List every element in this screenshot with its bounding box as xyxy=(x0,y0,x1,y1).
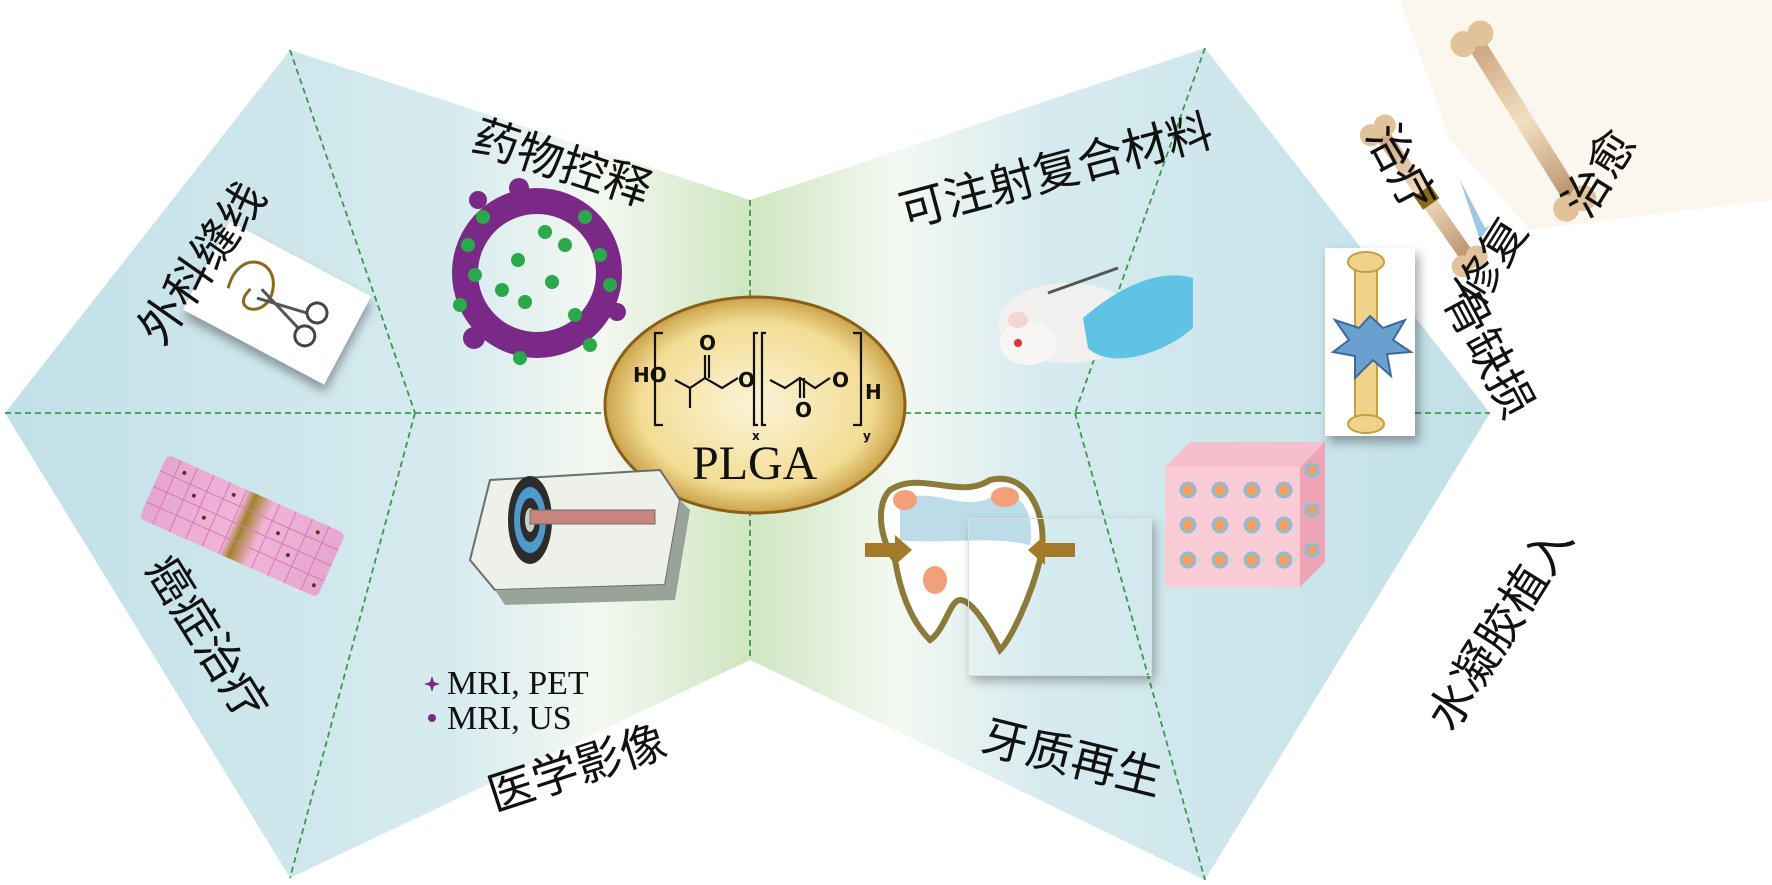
formula-o3: O xyxy=(832,368,850,392)
formula-o2: O xyxy=(738,368,756,392)
formula-y: y xyxy=(863,429,871,443)
rat-injection-card xyxy=(988,248,1193,388)
drug-release-icon xyxy=(452,178,626,365)
formula-ho: HO xyxy=(633,363,667,387)
formula-o4: O xyxy=(795,398,813,422)
formula-o1: O xyxy=(699,331,717,355)
bone-defect-card xyxy=(1325,248,1415,436)
bone-healing-icon xyxy=(1359,0,1772,278)
formula-h: H xyxy=(865,380,882,404)
suture-card xyxy=(182,221,372,385)
dental-card xyxy=(968,518,1152,676)
rat-injection-icon xyxy=(998,266,1193,365)
plga-center xyxy=(603,295,907,515)
imaging-device-icon xyxy=(468,468,690,605)
cancer-cells-icon xyxy=(140,456,344,596)
imaging-legend-1: MRI, PET xyxy=(447,665,589,702)
imaging-legend-markers xyxy=(424,676,440,722)
scissors-suture-icon xyxy=(226,260,329,348)
plga-title: PLGA xyxy=(692,437,818,490)
imaging-legend-2: MRI, US xyxy=(447,700,572,737)
fractured-bone-icon xyxy=(1330,251,1414,434)
hydrogel-icon xyxy=(1165,442,1325,587)
dental-icon xyxy=(865,475,1075,656)
formula-x: x xyxy=(752,429,760,443)
